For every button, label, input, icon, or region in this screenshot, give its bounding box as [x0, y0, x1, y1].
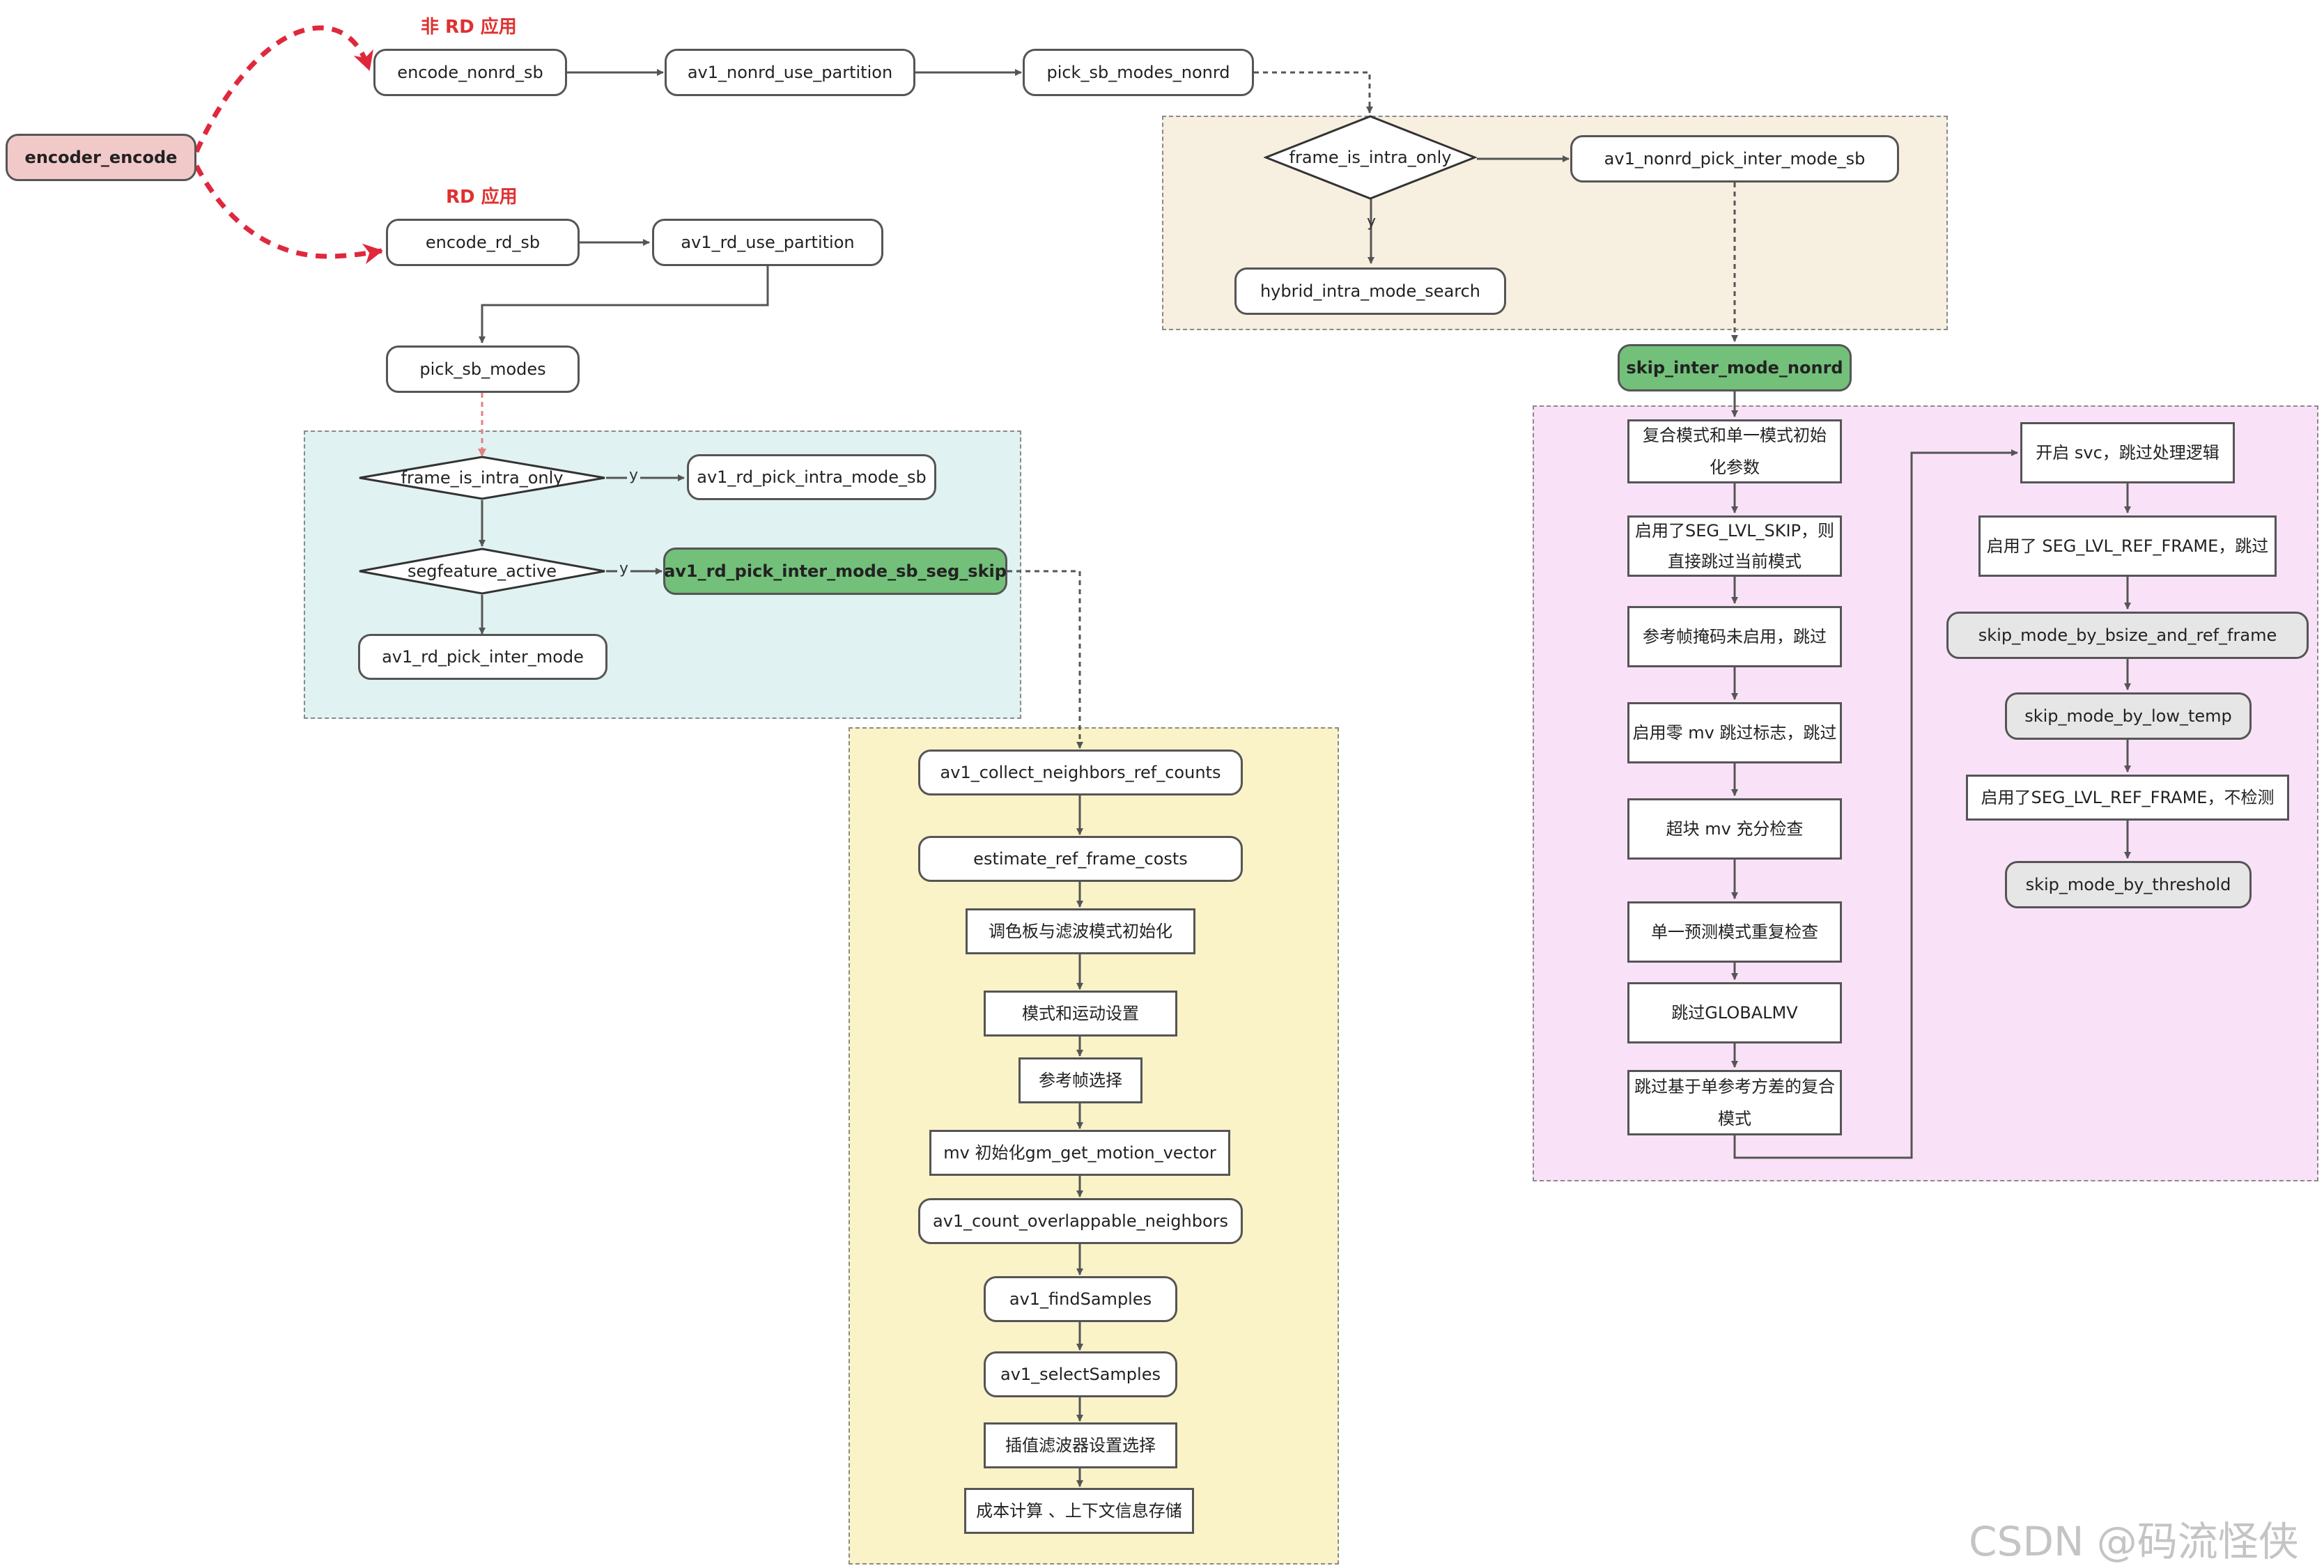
nonrd-decision-label: frame_is_intra_only	[1289, 148, 1452, 167]
rd-app-label: RD 应用	[446, 187, 518, 208]
rd-segfeature-active-decision[interactable]: segfeature_active	[358, 548, 606, 595]
chain-mode-motion-setup[interactable]: 模式和运动设置	[984, 991, 1177, 1037]
skip-mode-by-threshold-node[interactable]: skip_mode_by_threshold	[2005, 861, 2252, 908]
pick-sb-modes-nonrd-node[interactable]: pick_sb_modes_nonrd	[1023, 49, 1254, 96]
chain-count-overlappable-neighbors[interactable]: av1_count_overlappable_neighbors	[918, 1198, 1243, 1244]
skip-step-sb-mv-check[interactable]: 超块 mv 充分检查	[1627, 798, 1842, 860]
rd-yes1-label: y	[627, 467, 641, 484]
chain-collect-neighbors-ref-counts[interactable]: av1_collect_neighbors_ref_counts	[918, 750, 1243, 795]
chain-select-samples[interactable]: av1_selectSamples	[984, 1351, 1177, 1397]
av1-rd-pick-inter-mode-sb-seg-skip-node[interactable]: av1_rd_pick_inter_mode_sb_seg_skip	[663, 548, 1007, 595]
skip-step-seg-ref-frame[interactable]: 启用了 SEG_LVL_REF_FRAME，跳过	[1978, 515, 2277, 577]
chain-estimate-ref-frame-costs[interactable]: estimate_ref_frame_costs	[918, 836, 1243, 882]
csdn-watermark: CSDN @码流怪侠	[1969, 1518, 2299, 1565]
hybrid-intra-mode-search-node[interactable]: hybrid_intra_mode_search	[1234, 267, 1506, 315]
skip-mode-by-low-temp-node[interactable]: skip_mode_by_low_temp	[2005, 692, 2252, 740]
rd-frame-is-intra-only-decision[interactable]: frame_is_intra_only	[358, 456, 606, 500]
pick-sb-modes-node[interactable]: pick_sb_modes	[386, 346, 580, 393]
chain-palette-filter-init[interactable]: 调色板与滤波模式初始化	[966, 908, 1195, 954]
skip-step-var-compound[interactable]: 跳过基于单参考方差的复合 模式	[1627, 1070, 1842, 1135]
rd-decision1-label: frame_is_intra_only	[401, 468, 564, 488]
encode-rd-sb-node[interactable]: encode_rd_sb	[386, 219, 580, 266]
chain-mv-init-gm[interactable]: mv 初始化gm_get_motion_vector	[929, 1130, 1230, 1176]
skip-step-seg-lvl-skip[interactable]: 启用了SEG_LVL_SKIP，则 直接跳过当前模式	[1627, 515, 1842, 577]
rd-decision2-label: segfeature_active	[407, 561, 557, 581]
av1-rd-pick-inter-mode-node[interactable]: av1_rd_pick_inter_mode	[358, 634, 607, 680]
skip-mode-by-bsize-and-ref-frame-node[interactable]: skip_mode_by_bsize_and_ref_frame	[1946, 612, 2309, 659]
nonrd-yes-label: y	[1367, 213, 1377, 231]
av1-rd-use-partition-node[interactable]: av1_rd_use_partition	[652, 219, 883, 266]
encode-nonrd-sb-node[interactable]: encode_nonrd_sb	[373, 49, 567, 96]
chain-find-samples[interactable]: av1_findSamples	[984, 1276, 1177, 1322]
skip-step-seg-ref-frame-nocheck[interactable]: 启用了SEG_LVL_REF_FRAME，不检测	[1966, 775, 2289, 821]
skip-step-single-pred-dup[interactable]: 单一预测模式重复检查	[1627, 901, 1842, 963]
chain-cost-context-store[interactable]: 成本计算 、上下文信息存储	[964, 1488, 1194, 1534]
nonrd-app-label: 非 RD 应用	[421, 17, 517, 38]
encoder-encode-node[interactable]: encoder_encode	[6, 134, 196, 181]
skip-step-ref-mask[interactable]: 参考帧掩码未启用，跳过	[1627, 606, 1842, 667]
av1-nonrd-use-partition-node[interactable]: av1_nonrd_use_partition	[665, 49, 915, 96]
skip-step-compound-init[interactable]: 复合模式和单一模式初始 化参数	[1627, 419, 1842, 483]
av1-rd-pick-intra-mode-sb-node[interactable]: av1_rd_pick_intra_mode_sb	[687, 454, 936, 500]
av1-nonrd-pick-inter-mode-sb-node[interactable]: av1_nonrd_pick_inter_mode_sb	[1570, 135, 1899, 183]
skip-step-zero-mv[interactable]: 启用零 mv 跳过标志，跳过	[1627, 702, 1842, 763]
chain-interp-filter-select[interactable]: 插值滤波器设置选择	[984, 1422, 1177, 1468]
skip-step-svc[interactable]: 开启 svc，跳过处理逻辑	[2020, 422, 2235, 483]
skip-inter-mode-nonrd-node[interactable]: skip_inter_mode_nonrd	[1618, 344, 1852, 391]
rd-yes2-label: y	[617, 560, 631, 577]
nonrd-frame-is-intra-only-decision[interactable]: frame_is_intra_only	[1264, 114, 1477, 201]
skip-step-globalmv[interactable]: 跳过GLOBALMV	[1627, 982, 1842, 1043]
chain-ref-frame-select[interactable]: 参考帧选择	[1018, 1057, 1142, 1103]
